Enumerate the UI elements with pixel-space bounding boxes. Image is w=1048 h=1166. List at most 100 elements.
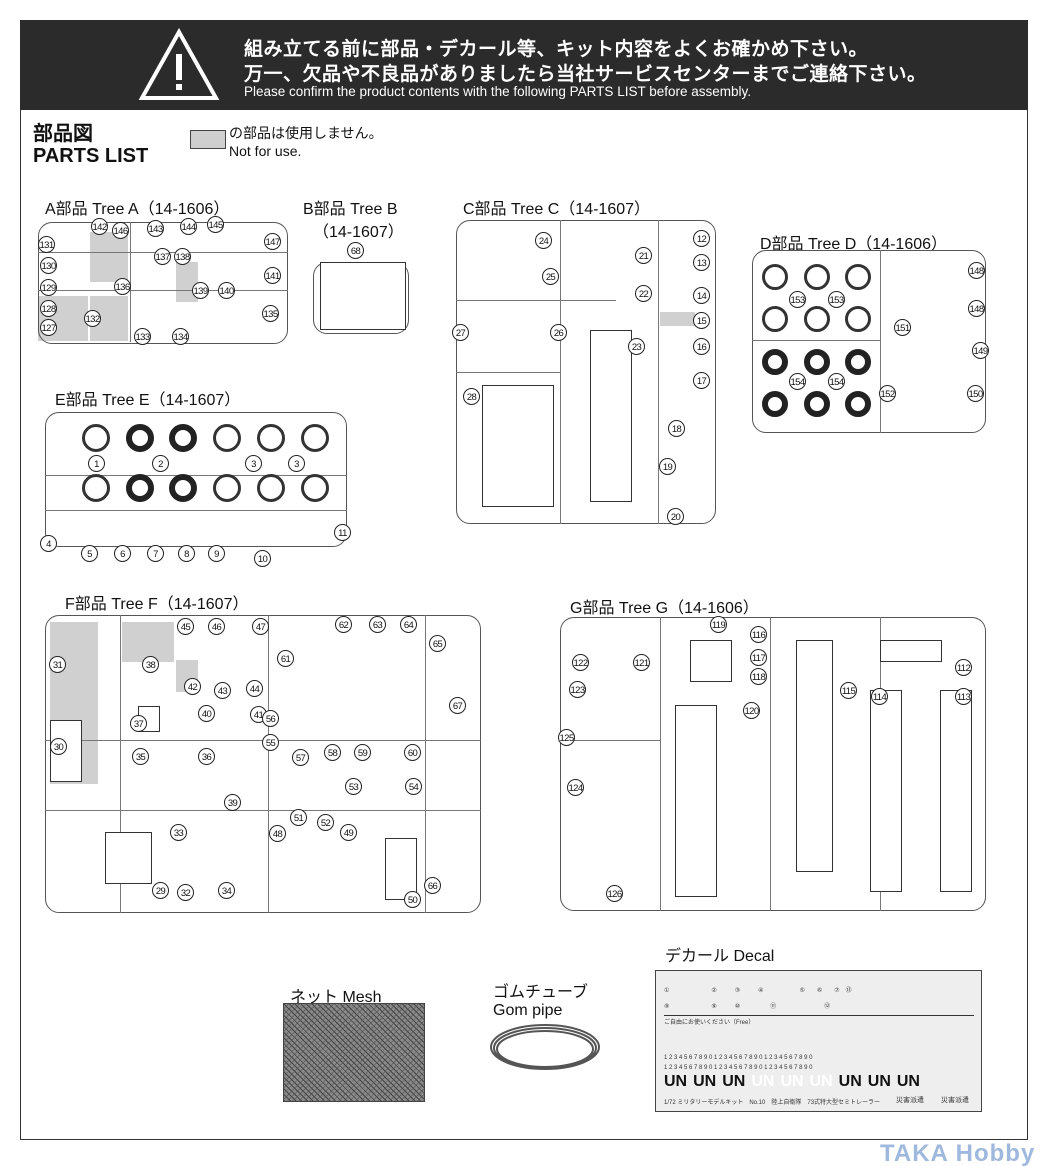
part-number-label: 46 — [208, 618, 225, 635]
part-number-label: 120 — [743, 702, 760, 719]
part-number-label: 33 — [170, 824, 187, 841]
part-number-label: 68 — [347, 242, 364, 259]
part-number-label: 37 — [130, 715, 147, 732]
decal-row-2: ⑧ ⑨ ⑩ ⑪ ⑫ — [664, 1004, 831, 1010]
part-number-label: 117 — [750, 649, 767, 666]
part-number-label: 119 — [710, 616, 727, 633]
warning-line-2: 万一、欠品や不良品がありましたら当社サービスセンターまでご連絡下さい。 — [244, 64, 927, 85]
part-number-label: 61 — [277, 650, 294, 667]
part-number-label: 54 — [405, 778, 422, 795]
part-number-label: 48 — [269, 825, 286, 842]
un-decal: UN — [693, 1073, 717, 1090]
part-number-label: 63 — [369, 616, 386, 633]
legend-text-en: Not for use. — [229, 143, 302, 159]
wheel-part — [804, 391, 830, 417]
part-number-label: 60 — [404, 744, 421, 761]
part-number-label: 137 — [154, 248, 171, 265]
wheel-part — [845, 391, 871, 417]
sprue-runner — [425, 615, 426, 913]
gom-pipe-coil — [490, 1024, 600, 1070]
part-number-label: 58 — [324, 744, 341, 761]
part-number-label: 6 — [114, 545, 131, 562]
part-number-label: 18 — [668, 420, 685, 437]
sprue-runner — [120, 615, 121, 913]
un-decal: UN — [838, 1073, 862, 1090]
part-number-label: 10 — [254, 550, 271, 567]
part-number-label: 11 — [334, 524, 351, 541]
wheel-part — [804, 264, 830, 290]
wheel-part — [82, 424, 110, 452]
kit-part — [105, 832, 152, 884]
wheel-part — [762, 391, 788, 417]
wheel-part — [257, 424, 285, 452]
decal-row-1: ① ② ③ ④ ⑤ ⑥ ⑦ ⑬ — [664, 988, 852, 994]
part-number-label: 9 — [208, 545, 225, 562]
part-number-label: 13 — [693, 254, 710, 271]
part-number-label: 126 — [606, 885, 623, 902]
part-number-label: 1 — [88, 455, 105, 472]
part-number-label: 59 — [354, 744, 371, 761]
wheel-part — [762, 306, 788, 332]
sprue-runner — [130, 222, 131, 342]
wheel-part — [257, 474, 285, 502]
kit-part — [880, 640, 942, 662]
part-number-label: 38 — [142, 656, 159, 673]
part-number-label: 8 — [178, 545, 195, 562]
part-number-label: 129 — [40, 279, 57, 296]
tree-a-frame — [38, 222, 288, 344]
part-number-label: 49 — [340, 824, 357, 841]
part-number-label: 15 — [693, 312, 710, 329]
part-number-label: 125 — [558, 729, 575, 746]
warning-triangle-icon — [138, 28, 220, 100]
wheel-part — [762, 349, 788, 375]
part-number-label: 149 — [972, 342, 989, 359]
part-number-label: 136 — [114, 278, 131, 295]
wheel-part — [169, 424, 197, 452]
sprue-runner — [45, 475, 347, 476]
part-number-label: 21 — [635, 247, 652, 264]
part-number-label: 42 — [184, 678, 201, 695]
part-number-label: 123 — [569, 681, 586, 698]
part-number-label: 50 — [404, 891, 421, 908]
kit-part — [675, 705, 717, 897]
part-number-label: 145 — [207, 216, 224, 233]
part-number-label: 127 — [40, 319, 57, 336]
legend-text-jp: の部品は使用しません。 — [229, 125, 383, 141]
part-number-label: 128 — [40, 300, 57, 317]
decal-sheet: ① ② ③ ④ ⑤ ⑥ ⑦ ⑬ ⑧ ⑨ ⑩ ⑪ ⑫ ご自由にお使いください（Fr… — [655, 970, 982, 1112]
sprue-runner — [660, 617, 661, 911]
wheel-part — [82, 474, 110, 502]
kit-part — [796, 640, 833, 872]
part-number-label: 24 — [535, 232, 552, 249]
part-number-label: 20 — [667, 508, 684, 525]
part-number-label: 43 — [214, 682, 231, 699]
wheel-part — [804, 306, 830, 332]
part-number-label: 17 — [693, 372, 710, 389]
un-decal: UN — [664, 1073, 688, 1090]
part-number-label: 55 — [262, 734, 279, 751]
part-number-label: 27 — [452, 324, 469, 341]
part-number-label: 45 — [177, 618, 194, 635]
part-number-label: 23 — [628, 338, 645, 355]
disaster-relief-decal: 災害派遣 — [941, 1097, 969, 1104]
part-number-label: 19 — [659, 458, 676, 475]
kit-part — [940, 690, 972, 892]
part-number-label: 142 — [91, 218, 108, 235]
part-number-label: 31 — [49, 656, 66, 673]
part-number-label: 32 — [177, 884, 194, 901]
part-number-label: 147 — [264, 233, 281, 250]
wheel-part — [213, 424, 241, 452]
part-number-label: 152 — [879, 385, 896, 402]
tree-b-code: （14-1607） — [313, 224, 404, 241]
part-number-label: 52 — [317, 814, 334, 831]
sprue-runner — [752, 340, 880, 341]
part-number-label: 139 — [192, 282, 209, 299]
mesh-sheet — [283, 1003, 425, 1102]
part-number-label: 112 — [955, 659, 972, 676]
tree-g-title: G部品 Tree G（14-1606） — [570, 600, 759, 617]
decal-footer: 1/72 ミリタリーモデルキット No.10 陸上自衛隊 73式特大型セミトレー… — [664, 1100, 881, 1106]
part-number-label: 64 — [400, 616, 417, 633]
wheel-part — [169, 474, 197, 502]
disaster-relief-decal: 災害派遣 — [896, 1097, 924, 1104]
